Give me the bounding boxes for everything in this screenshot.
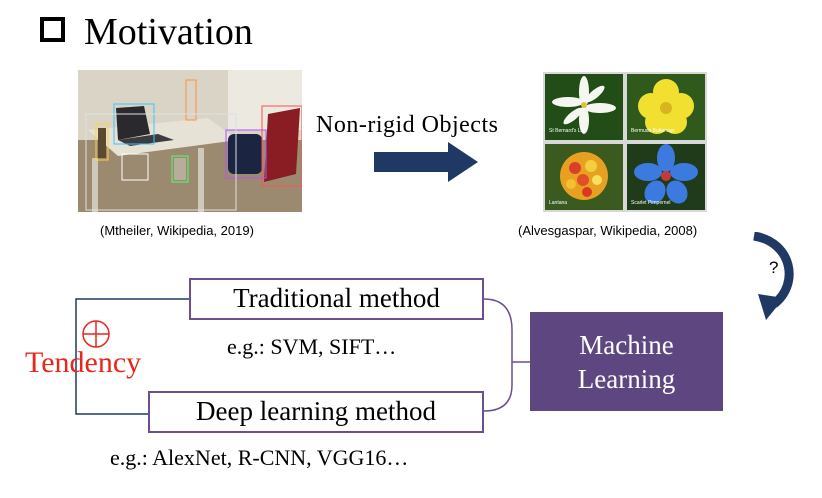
right-image-caption: (Alvesgaspar, Wikipedia, 2008)	[518, 223, 698, 238]
circled-plus-icon	[82, 320, 110, 348]
machine-learning-box: Machine Learning	[530, 312, 723, 411]
traditional-examples: e.g.: SVM, SIFT…	[227, 334, 397, 359]
deep-learning-examples: e.g.: AlexNet, R-CNN, VGG16…	[110, 445, 409, 470]
title-bullet-square	[40, 17, 65, 42]
flower-grid-graphic	[543, 72, 707, 212]
machine-learning-line1: Machine	[579, 329, 674, 360]
flower-label: St Bernard's Lily	[549, 128, 586, 134]
flower-label: Scarlet Pimpernel	[631, 200, 671, 206]
flower-label: Bermuda Buttercup	[631, 128, 675, 134]
right-arrow-icon	[374, 142, 478, 182]
arrow-label: Non-rigid Objects	[316, 112, 499, 138]
deep-learning-method-box: Deep learning method	[148, 391, 484, 433]
question-mark: ?	[769, 258, 779, 277]
traditional-method-box: Traditional method	[189, 278, 484, 320]
flower-grid-image: St Bernard's Lily Bermuda Buttercup Lant…	[543, 72, 707, 212]
tendency-label: Tendency	[25, 346, 142, 379]
machine-learning-line2: Learning	[577, 363, 676, 394]
flower-label: Lantana	[549, 200, 568, 206]
office-detection-photo	[78, 70, 302, 212]
curved-arrow-icon	[752, 232, 794, 320]
left-image-caption: (Mtheiler, Wikipedia, 2019)	[100, 223, 254, 238]
office-scene-graphic	[78, 70, 302, 212]
slide-title: Motivation	[84, 11, 253, 53]
